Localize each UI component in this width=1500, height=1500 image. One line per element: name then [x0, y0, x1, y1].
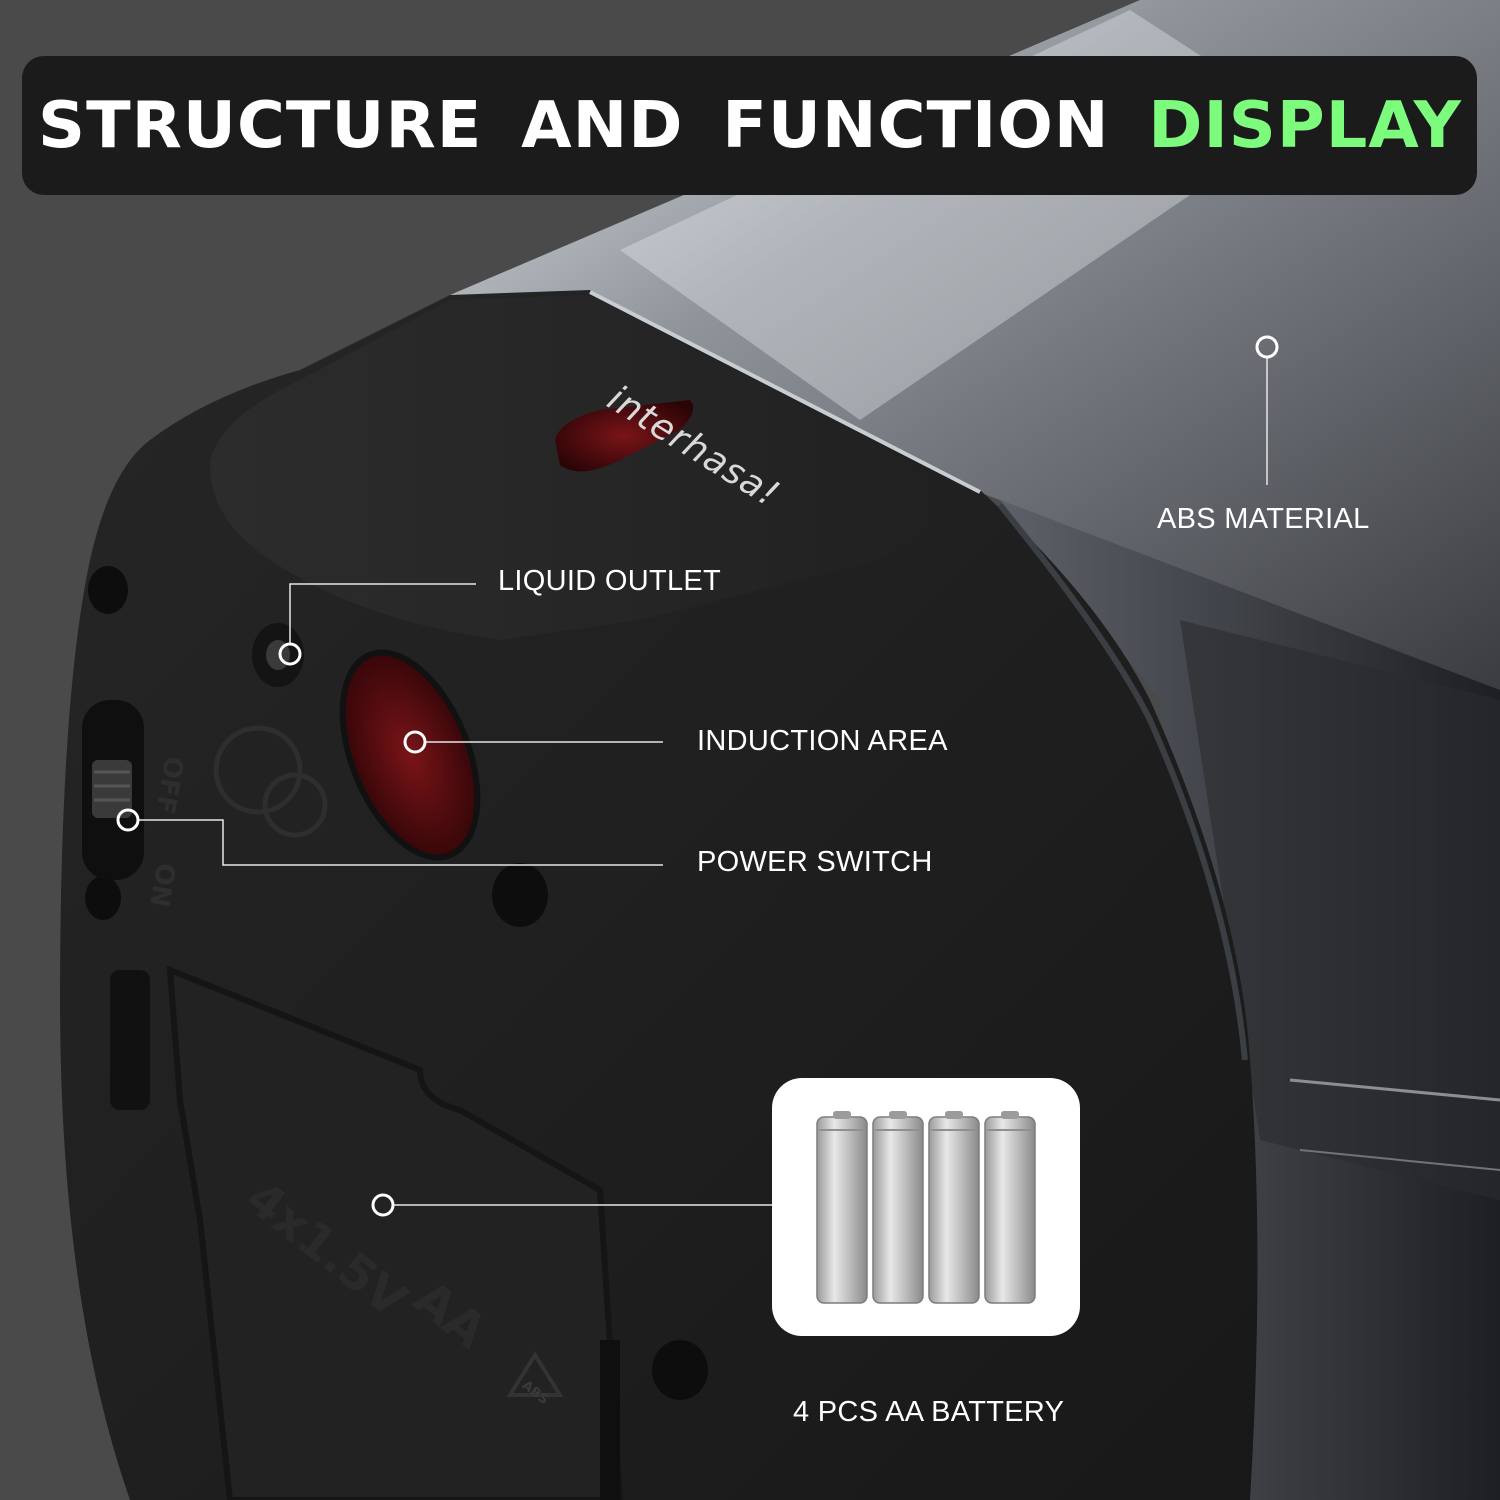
marker-power-switch	[116, 808, 140, 832]
label-induction-area: INDUCTION AREA	[697, 725, 948, 757]
battery-card	[772, 1078, 1080, 1336]
induction-window	[339, 649, 481, 861]
switch-slot	[82, 700, 144, 880]
label-power-switch: POWER SWITCH	[697, 846, 933, 878]
battery-icon	[872, 1111, 924, 1304]
title-word-structure: STRUCTURE	[37, 88, 482, 163]
battery-illustration	[816, 1111, 1036, 1304]
title-word-display: DISPLAY	[1147, 88, 1462, 163]
label-abs-material: ABS MATERIAL	[1157, 503, 1370, 535]
callout-markers	[116, 335, 1279, 1217]
title-banner: STRUCTURE AND FUNCTION DISPLAY	[22, 56, 1477, 195]
top-sensor	[555, 400, 694, 472]
title-word-function: FUNCTION	[721, 88, 1110, 163]
hand-emboss-icon	[213, 725, 328, 838]
label-liquid-outlet: LIQUID OUTLET	[498, 565, 722, 597]
banner-title: STRUCTURE AND FUNCTION DISPLAY	[38, 89, 1462, 163]
battery-icon	[816, 1111, 868, 1304]
label-battery: 4 PCS AA BATTERY	[793, 1396, 1065, 1428]
marker-battery	[371, 1193, 395, 1217]
callout-lines	[139, 358, 1268, 1206]
marker-induction-area	[403, 730, 427, 754]
marker-liquid-outlet	[278, 642, 302, 666]
battery-icon	[928, 1111, 980, 1304]
battery-icon	[984, 1111, 1036, 1304]
liquid-outlet-nozzle	[252, 623, 304, 687]
marker-abs-material	[1255, 335, 1279, 359]
title-word-and: AND	[520, 88, 684, 163]
battery-cover	[110, 965, 624, 1500]
